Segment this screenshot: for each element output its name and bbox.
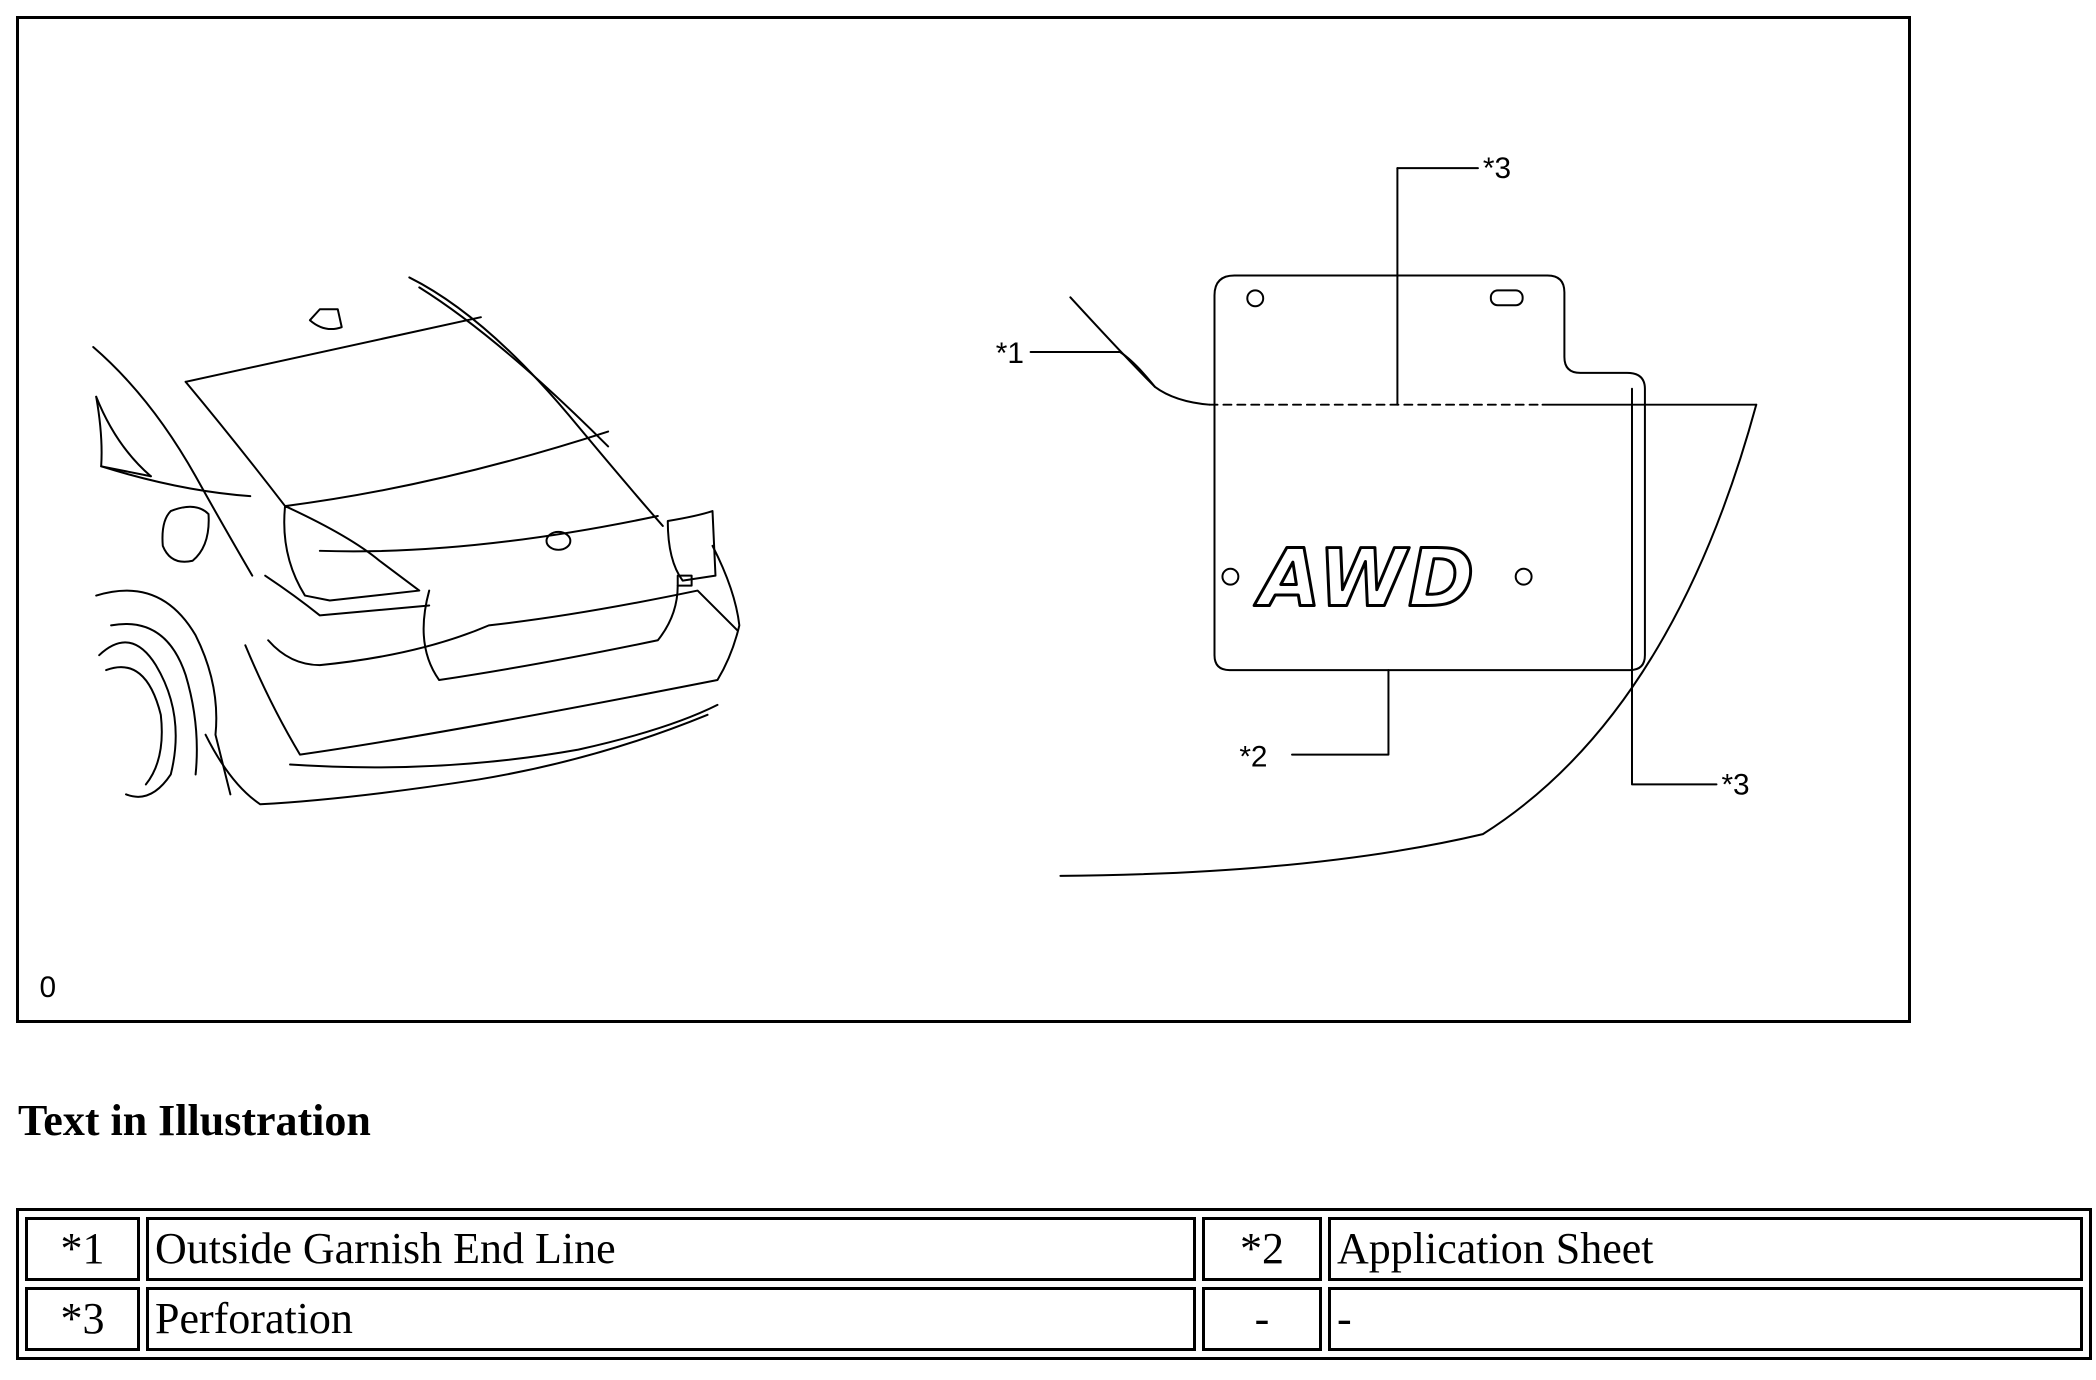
legend-description: Outside Garnish End Line (146, 1217, 1196, 1281)
illustration-frame: AWD *1 *3 *2 *3 0 (16, 16, 1911, 1023)
section-heading: Text in Illustration (18, 1096, 371, 1145)
awd-emblem: AWD (1253, 531, 1476, 624)
legend-description: Application Sheet (1328, 1217, 2083, 1281)
legend-code: *1 (25, 1217, 140, 1281)
application-sheet-drawing (1029, 167, 1758, 877)
legend-description: Perforation (146, 1287, 1196, 1351)
callout-2-label: *2 (1239, 741, 1267, 774)
legend-code: *2 (1202, 1217, 1322, 1281)
callout-1-label: *1 (996, 337, 1024, 370)
legend-code: - (1202, 1287, 1322, 1351)
illustration: AWD *1 *3 *2 *3 0 (40, 152, 1758, 1004)
figure-id-label: 0 (40, 971, 57, 1004)
callout-3-bottom-label: *3 (1721, 768, 1749, 801)
callout-3-top-label: *3 (1483, 152, 1511, 185)
table-row: *3 Perforation - - (25, 1287, 2083, 1351)
legend-code: *3 (25, 1287, 140, 1351)
legend-table: *1 Outside Garnish End Line *2 Applicati… (16, 1208, 2092, 1360)
car-rear-drawing (92, 276, 741, 806)
legend-description: - (1328, 1287, 2083, 1351)
table-row: *1 Outside Garnish End Line *2 Applicati… (25, 1217, 2083, 1281)
